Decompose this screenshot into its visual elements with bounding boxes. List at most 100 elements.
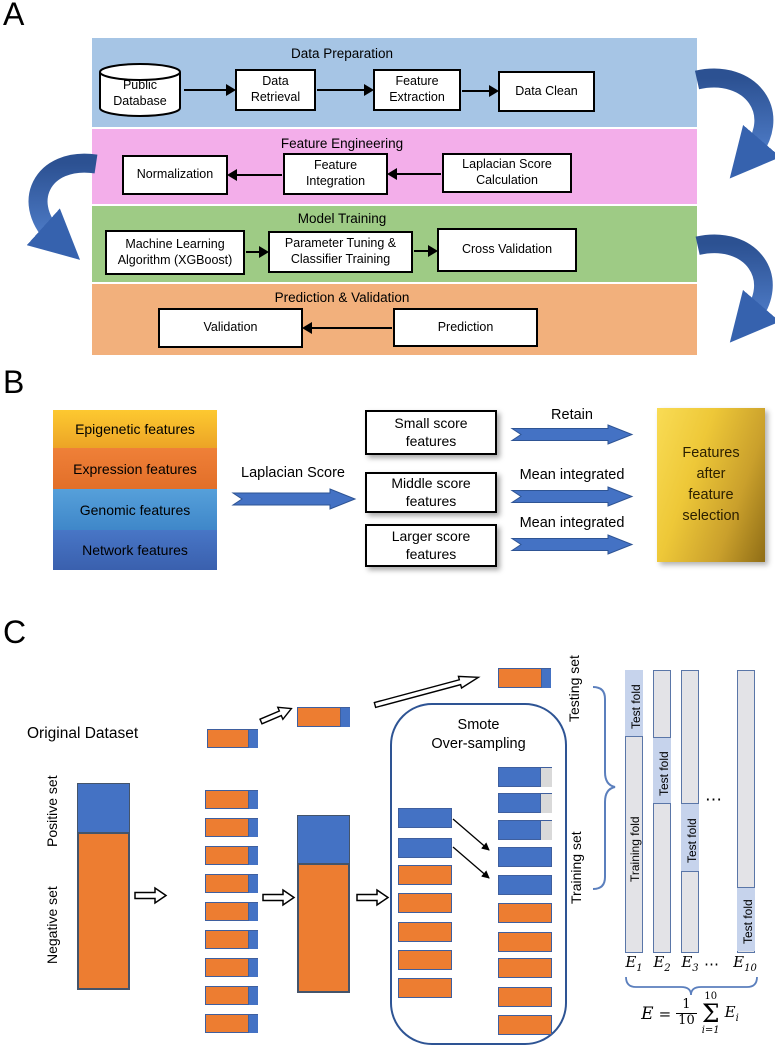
positive-segment bbox=[78, 784, 129, 834]
hollow-arrow-long bbox=[373, 675, 481, 709]
data-clean-box: Data Clean bbox=[498, 71, 595, 112]
holdout-fold-bar bbox=[297, 707, 350, 727]
testing-set-bar bbox=[498, 668, 551, 688]
smote-mapping-arrow bbox=[452, 818, 490, 851]
genomic-features-box: Genomic features bbox=[53, 489, 217, 530]
synthetic-positive-bar bbox=[498, 793, 552, 813]
smote-title: Smote Over-sampling bbox=[431, 717, 526, 752]
features-after-selection-box: Features after feature selection bbox=[657, 408, 765, 562]
data-chunk-bar bbox=[205, 930, 258, 949]
data-chunk-bar bbox=[205, 818, 258, 837]
positive-tip bbox=[339, 707, 350, 727]
positive-tip bbox=[247, 986, 258, 1005]
negative-sample-bar bbox=[398, 893, 452, 913]
feature-extraction-box: Feature Extraction bbox=[373, 69, 461, 111]
positive-sample-bar bbox=[398, 838, 452, 858]
test-fold-segment bbox=[625, 670, 643, 737]
database-cylinder-icon bbox=[99, 63, 181, 117]
panel-c-label: C bbox=[3, 614, 27, 650]
flow-arrow bbox=[462, 85, 499, 97]
flow-arrow bbox=[184, 84, 236, 96]
data-chunk-bar bbox=[205, 790, 258, 809]
holdout-fold-bar bbox=[207, 729, 258, 748]
data-chunk-bar bbox=[205, 958, 258, 977]
retain-label: Retain bbox=[551, 407, 593, 423]
synthetic-positive-bar bbox=[498, 820, 552, 840]
formula-term: Ei bbox=[724, 1003, 739, 1025]
positive-tip bbox=[247, 1014, 258, 1033]
validation-box: Validation bbox=[158, 308, 303, 348]
mean-integrated-arrow bbox=[510, 486, 634, 507]
small-score-box: Small score features bbox=[365, 410, 497, 455]
data-chunk-bar bbox=[205, 902, 258, 921]
flow-arrow bbox=[387, 168, 441, 180]
fold-score-label: E3 bbox=[681, 953, 699, 974]
band-title: Feature Engineering bbox=[280, 136, 404, 151]
data-chunk-bar bbox=[205, 874, 258, 893]
positive-tip bbox=[247, 930, 258, 949]
negative-sample-bar bbox=[498, 932, 552, 952]
parameter-tuning-box: Parameter Tuning & Classifier Training bbox=[268, 231, 413, 273]
data-retrieval-box: Data Retrieval bbox=[235, 69, 316, 111]
laplacian-score-arrow-label: Laplacian Score bbox=[241, 465, 345, 481]
negative-sample-bar bbox=[398, 922, 452, 942]
feature-integration-box: Feature Integration bbox=[283, 153, 388, 195]
formula-fraction: 1 10 bbox=[676, 997, 697, 1029]
test-fold-label: Test fold bbox=[741, 899, 755, 944]
retain-arrow bbox=[510, 424, 634, 445]
negative-sample-bar bbox=[498, 958, 552, 978]
fold-column-e1 bbox=[625, 670, 643, 953]
fold-score-label: E1 bbox=[625, 953, 643, 974]
ml-algorithm-box: Machine Learning Algorithm (XGBoost) bbox=[105, 230, 245, 275]
training-column bbox=[297, 815, 350, 993]
mean-integrated-label: Mean integrated bbox=[519, 467, 625, 483]
formula-brace bbox=[625, 976, 758, 996]
data-chunk-bar bbox=[205, 1014, 258, 1033]
positive-tip bbox=[540, 668, 551, 688]
normalization-box: Normalization bbox=[122, 155, 228, 195]
negative-sample-bar bbox=[398, 950, 452, 970]
flow-arrow bbox=[317, 84, 374, 96]
fold-column-e10 bbox=[737, 670, 755, 953]
test-fold-segment bbox=[737, 887, 755, 951]
mean-integrated-arrow bbox=[510, 534, 634, 555]
data-chunk-bar bbox=[205, 846, 258, 865]
laplacian-score-box: Laplacian Score Calculation bbox=[442, 153, 572, 193]
positive-tip bbox=[247, 846, 258, 865]
test-fold-segment bbox=[681, 803, 699, 872]
data-chunk-bar bbox=[205, 986, 258, 1005]
mean-error-formula: E = 1 10 10 Σ i=1 Ei bbox=[606, 992, 774, 1036]
curved-arrow-left bbox=[26, 153, 98, 260]
prediction-box: Prediction bbox=[393, 308, 538, 347]
test-fold-label: Test fold bbox=[685, 818, 699, 863]
middle-score-box: Middle score features bbox=[365, 472, 497, 513]
synthetic-tip bbox=[539, 767, 552, 787]
flow-arrow bbox=[227, 169, 282, 181]
positive-tip bbox=[247, 902, 258, 921]
ellipsis-row: ⋯ bbox=[704, 956, 719, 973]
test-fold-segment bbox=[653, 737, 671, 804]
fold-score-label: E10 bbox=[733, 953, 757, 974]
smote-container bbox=[390, 703, 567, 1045]
band-title: Data Preparation bbox=[290, 46, 394, 61]
synthetic-tip bbox=[539, 793, 552, 813]
negative-sample-bar bbox=[498, 987, 552, 1007]
formula-sum: 10 Σ i=1 bbox=[701, 991, 720, 1036]
mean-integrated-label: Mean integrated bbox=[519, 515, 625, 531]
positive-tip bbox=[247, 729, 258, 748]
hollow-arrow-diagonal bbox=[259, 706, 293, 725]
flow-arrow bbox=[246, 246, 269, 258]
fold-column-e3 bbox=[681, 670, 699, 953]
expression-features-box: Expression features bbox=[53, 448, 217, 489]
hollow-arrow bbox=[134, 886, 168, 905]
curved-arrow-right-2 bbox=[695, 234, 775, 343]
public-database-cylinder: Public Database bbox=[97, 62, 183, 118]
fold-score-label: E2 bbox=[653, 953, 671, 974]
synthetic-positive-bar bbox=[498, 767, 552, 787]
positive-sample-bar bbox=[498, 875, 552, 895]
fold-column-e2 bbox=[653, 670, 671, 953]
panel-b-label: B bbox=[3, 364, 25, 400]
positive-sample-bar bbox=[498, 847, 552, 867]
positive-tip bbox=[247, 874, 258, 893]
band-title: Prediction & Validation bbox=[274, 290, 410, 305]
